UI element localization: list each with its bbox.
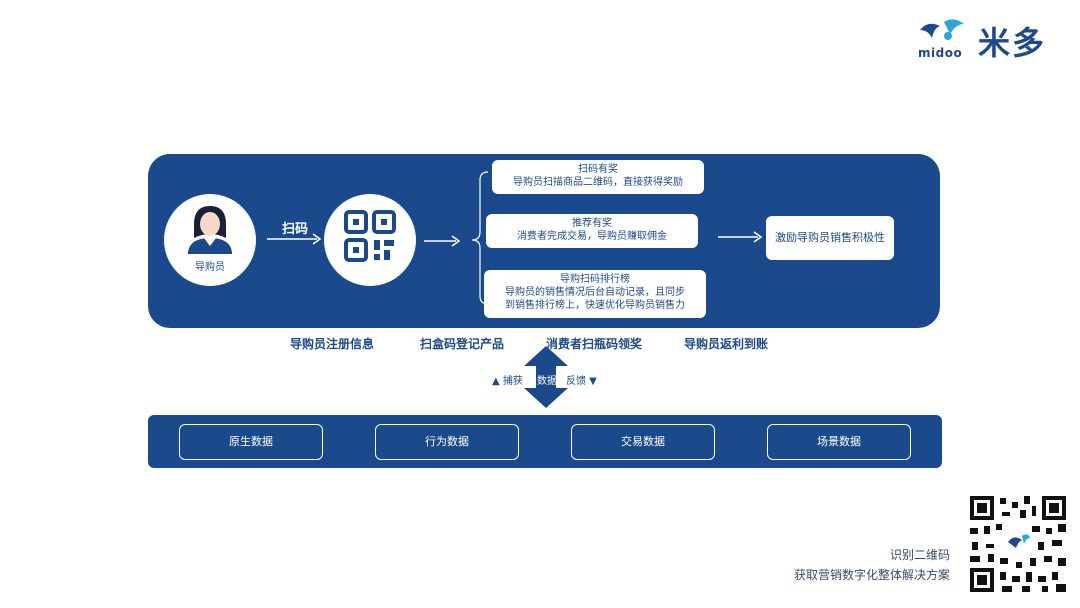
guide-avatar: 导购员 [164, 194, 256, 286]
bird-logo-icon [920, 19, 964, 40]
arrow-right-icon [424, 235, 461, 247]
reward-desc: 消费者完成交易，导购员赚取佣金 [517, 231, 667, 242]
reward-scan-box: 扫码有奖 导购员扫描商品二维码，直接获得奖励 [492, 160, 704, 194]
reward-desc: 导购员扫描商品二维码，直接获得奖励 [513, 177, 683, 188]
footer-line-1: 识别二维码 [889, 548, 950, 562]
step-label-register-product: 扫盒码登记产品 [420, 337, 505, 351]
qr-code-icon [344, 210, 396, 262]
scan-label: 扫码 [281, 222, 308, 237]
result-box: 激励导购员销售积极性 [766, 216, 894, 260]
step-label-consumer-scan: 消费者扫瓶码领奖 [546, 337, 643, 351]
reward-desc: 导购员的销售情况后台自动记录，且同步 [505, 287, 685, 298]
reward-title: 推荐有奖 [572, 218, 612, 229]
reward-title: 扫码有奖 [578, 164, 618, 175]
double-arrow-icon [524, 346, 568, 408]
data-type-transaction: 交易数据 [571, 424, 715, 460]
footer-line-2: 获取营销数字化整体解决方案 [793, 568, 950, 582]
data-type-behavior: 行为数据 [375, 424, 519, 460]
person-icon [188, 206, 232, 254]
qr-code-image[interactable] [966, 492, 1070, 596]
capture-label: ▲ 捕获 [492, 376, 523, 387]
step-label-register: 导购员注册信息 [290, 337, 375, 351]
reward-title: 导购扫码排行榜 [560, 274, 630, 285]
brand-mark-icon [1008, 537, 1022, 548]
arrow-right-icon [267, 233, 322, 245]
data-label: 数据 [537, 376, 557, 387]
arrow-right-icon [718, 231, 763, 243]
brand-logo: midoo 米多 [910, 16, 1060, 64]
step-label-rebate: 导购员返利到账 [684, 337, 769, 351]
reward-recommend-box: 推荐有奖 消费者完成交易，导购员赚取佣金 [486, 214, 698, 248]
bracket-connector [471, 171, 489, 305]
guide-label: 导购员 [195, 262, 225, 273]
reward-desc-2: 到销售排行榜上，快速优化导购员销售力 [505, 300, 685, 311]
data-type-scene: 场景数据 [767, 424, 911, 460]
data-type-native: 原生数据 [179, 424, 323, 460]
feedback-label: 反馈 ▼ [566, 376, 597, 387]
reward-ranking-box: 导购扫码排行榜 导购员的销售情况后台自动记录，且同步 到销售排行榜上，快速优化导… [484, 270, 706, 318]
qr-circle [324, 194, 416, 286]
brand-name-cn: 米多 [978, 24, 1047, 62]
brand-name-en: midoo [918, 46, 963, 60]
